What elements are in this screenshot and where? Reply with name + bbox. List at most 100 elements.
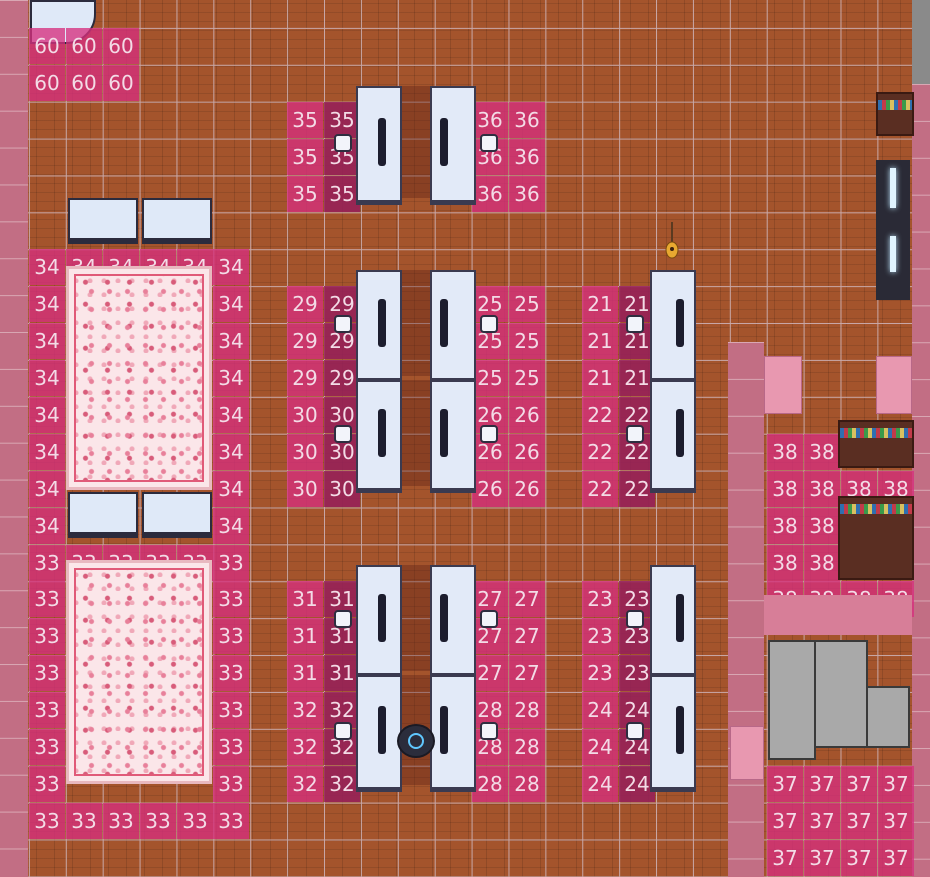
desk[interactable] bbox=[650, 380, 696, 493]
bookshelf-icon[interactable] bbox=[876, 92, 914, 136]
zone-tile-38[interactable]: 38 bbox=[804, 545, 840, 581]
office-chair-icon[interactable] bbox=[624, 309, 644, 333]
zone-tile-33[interactable]: 33 bbox=[66, 803, 102, 839]
zone-tile-23[interactable]: 23 bbox=[582, 655, 618, 691]
zone-tile-23[interactable]: 23 bbox=[582, 618, 618, 654]
zone-tile-31[interactable]: 31 bbox=[287, 581, 323, 617]
office-chair-icon[interactable] bbox=[478, 604, 498, 628]
zone-tile-34[interactable]: 34 bbox=[213, 471, 249, 507]
zone-tile-27[interactable]: 27 bbox=[509, 581, 545, 617]
zone-tile-37[interactable]: 37 bbox=[767, 840, 803, 876]
office-chair-icon[interactable] bbox=[478, 716, 498, 740]
zone-tile-33[interactable]: 33 bbox=[140, 803, 176, 839]
office-chair-icon[interactable] bbox=[332, 419, 352, 443]
zone-tile-33[interactable]: 33 bbox=[213, 655, 249, 691]
zone-tile-37[interactable]: 37 bbox=[878, 766, 914, 802]
zone-tile-26[interactable]: 26 bbox=[472, 397, 508, 433]
bookshelf-icon[interactable] bbox=[838, 420, 914, 468]
zone-tile-26[interactable]: 26 bbox=[509, 471, 545, 507]
zone-tile-35[interactable]: 35 bbox=[287, 102, 323, 138]
zone-tile-24[interactable]: 24 bbox=[582, 692, 618, 728]
zone-tile-35[interactable]: 35 bbox=[324, 176, 360, 212]
zone-tile-60[interactable]: 60 bbox=[29, 28, 65, 64]
office-chair-icon[interactable] bbox=[624, 419, 644, 443]
zone-tile-30[interactable]: 30 bbox=[324, 471, 360, 507]
zone-tile-32[interactable]: 32 bbox=[287, 729, 323, 765]
zone-tile-34[interactable]: 34 bbox=[29, 508, 65, 544]
side-table[interactable] bbox=[142, 198, 212, 244]
zone-tile-21[interactable]: 21 bbox=[582, 323, 618, 359]
zone-tile-38[interactable]: 38 bbox=[804, 471, 840, 507]
zone-tile-37[interactable]: 37 bbox=[767, 803, 803, 839]
desk[interactable] bbox=[430, 270, 476, 383]
zone-tile-35[interactable]: 35 bbox=[287, 139, 323, 175]
zone-tile-23[interactable]: 23 bbox=[582, 581, 618, 617]
zone-tile-32[interactable]: 32 bbox=[324, 766, 360, 802]
zone-tile-31[interactable]: 31 bbox=[324, 618, 360, 654]
office-chair-icon[interactable] bbox=[332, 716, 352, 740]
zone-tile-25[interactable]: 25 bbox=[509, 360, 545, 396]
zone-tile-33[interactable]: 33 bbox=[103, 803, 139, 839]
robot-vacuum-icon[interactable] bbox=[397, 724, 435, 758]
zone-tile-21[interactable]: 21 bbox=[619, 360, 655, 396]
zone-tile-37[interactable]: 37 bbox=[841, 840, 877, 876]
zone-tile-33[interactable]: 33 bbox=[213, 581, 249, 617]
office-chair-icon[interactable] bbox=[332, 604, 352, 628]
desk[interactable] bbox=[430, 565, 476, 678]
zone-tile-32[interactable]: 32 bbox=[287, 692, 323, 728]
office-chair-icon[interactable] bbox=[332, 309, 352, 333]
zone-tile-34[interactable]: 34 bbox=[29, 434, 65, 470]
zone-tile-37[interactable]: 37 bbox=[804, 840, 840, 876]
zone-tile-37[interactable]: 37 bbox=[878, 840, 914, 876]
zone-tile-28[interactable]: 28 bbox=[509, 729, 545, 765]
zone-tile-34[interactable]: 34 bbox=[213, 323, 249, 359]
desk[interactable] bbox=[650, 270, 696, 383]
zone-tile-36[interactable]: 36 bbox=[472, 102, 508, 138]
zone-tile-36[interactable]: 36 bbox=[509, 102, 545, 138]
zone-tile-38[interactable]: 38 bbox=[767, 545, 803, 581]
zone-tile-38[interactable]: 38 bbox=[804, 508, 840, 544]
zone-tile-33[interactable]: 33 bbox=[29, 545, 65, 581]
zone-tile-33[interactable]: 33 bbox=[29, 692, 65, 728]
zone-tile-37[interactable]: 37 bbox=[767, 766, 803, 802]
side-table[interactable] bbox=[68, 198, 138, 244]
zone-tile-37[interactable]: 37 bbox=[878, 803, 914, 839]
zone-tile-28[interactable]: 28 bbox=[472, 766, 508, 802]
zone-tile-34[interactable]: 34 bbox=[29, 323, 65, 359]
zone-tile-23[interactable]: 23 bbox=[619, 581, 655, 617]
zone-tile-22[interactable]: 22 bbox=[582, 397, 618, 433]
office-chair-icon[interactable] bbox=[478, 419, 498, 443]
zone-tile-38[interactable]: 38 bbox=[767, 508, 803, 544]
zone-tile-34[interactable]: 34 bbox=[29, 249, 65, 285]
zone-tile-35[interactable]: 35 bbox=[287, 176, 323, 212]
zone-tile-36[interactable]: 36 bbox=[472, 176, 508, 212]
desk[interactable] bbox=[650, 565, 696, 678]
zone-tile-29[interactable]: 29 bbox=[287, 323, 323, 359]
side-table[interactable] bbox=[142, 492, 212, 538]
zone-tile-37[interactable]: 37 bbox=[804, 803, 840, 839]
zone-tile-26[interactable]: 26 bbox=[509, 434, 545, 470]
zone-tile-21[interactable]: 21 bbox=[582, 286, 618, 322]
zone-tile-31[interactable]: 31 bbox=[287, 655, 323, 691]
office-chair-icon[interactable] bbox=[332, 128, 352, 152]
zone-tile-34[interactable]: 34 bbox=[213, 249, 249, 285]
bookshelf-icon[interactable] bbox=[838, 496, 914, 580]
zone-tile-26[interactable]: 26 bbox=[509, 397, 545, 433]
zone-tile-34[interactable]: 34 bbox=[213, 397, 249, 433]
zone-tile-36[interactable]: 36 bbox=[509, 139, 545, 175]
desk[interactable] bbox=[356, 380, 402, 493]
zone-tile-34[interactable]: 34 bbox=[213, 508, 249, 544]
zone-tile-38[interactable]: 38 bbox=[804, 434, 840, 470]
zone-tile-25[interactable]: 25 bbox=[472, 360, 508, 396]
zone-tile-24[interactable]: 24 bbox=[582, 766, 618, 802]
zone-tile-60[interactable]: 60 bbox=[103, 28, 139, 64]
zone-tile-25[interactable]: 25 bbox=[509, 323, 545, 359]
zone-tile-21[interactable]: 21 bbox=[582, 360, 618, 396]
zone-tile-33[interactable]: 33 bbox=[213, 766, 249, 802]
zone-tile-22[interactable]: 22 bbox=[582, 434, 618, 470]
zone-tile-30[interactable]: 30 bbox=[287, 397, 323, 433]
zone-tile-31[interactable]: 31 bbox=[324, 655, 360, 691]
zone-tile-33[interactable]: 33 bbox=[29, 618, 65, 654]
zone-tile-33[interactable]: 33 bbox=[213, 692, 249, 728]
